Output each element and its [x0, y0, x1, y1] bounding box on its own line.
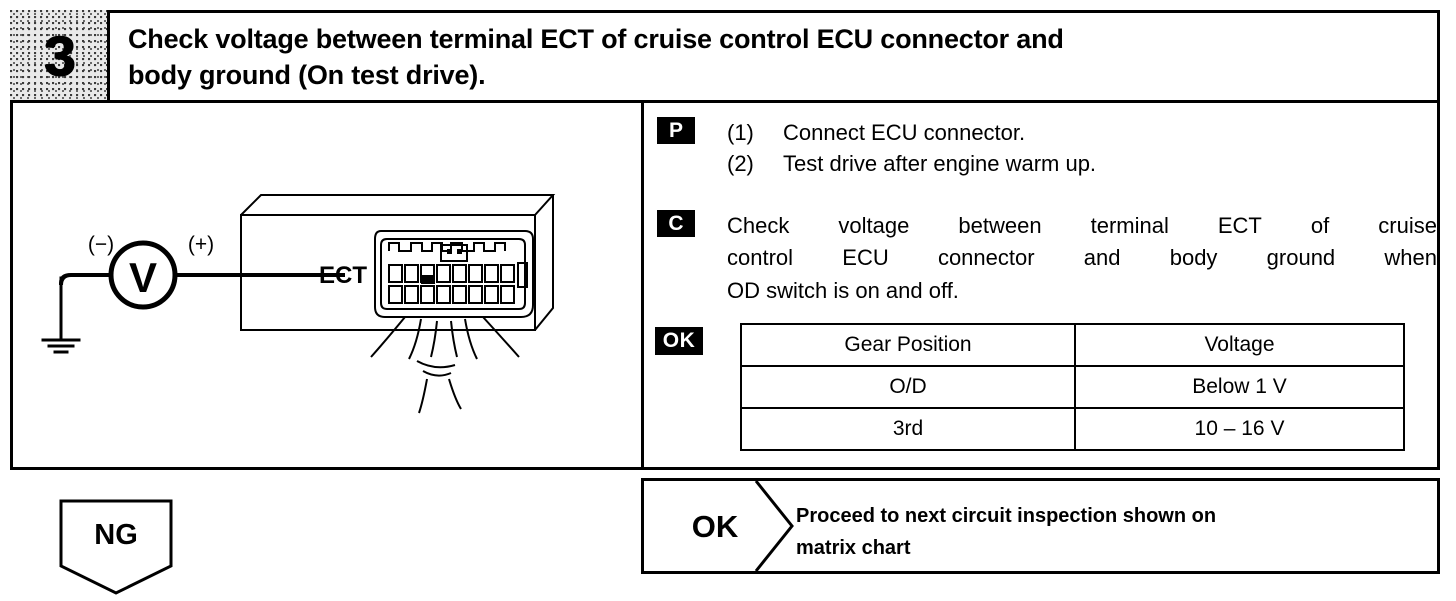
page-title: Check voltage between terminal ECT of cr…	[128, 22, 1423, 94]
instruction-panel: P (1) Connect ECU connector. (2) Test dr…	[647, 105, 1437, 468]
column-header-voltage: Voltage	[1074, 323, 1405, 367]
page-title-line2: body ground (On test drive).	[128, 59, 486, 90]
ng-branch: NG	[58, 498, 174, 596]
panel-divider	[641, 103, 644, 470]
spec-table-wrapper: Gear Position Voltage O/D Below 1 V 3rd …	[740, 323, 1405, 451]
step-frame	[10, 10, 1440, 470]
column-header-gear-position: Gear Position	[740, 323, 1076, 367]
ok-result-text-line1: Proceed to next circuit inspection shown…	[796, 505, 1217, 527]
ok-result-label: OK	[691, 509, 739, 544]
prepare-step-1-text: Connect ECU connector.	[783, 120, 1026, 145]
table-row: O/D Below 1 V	[740, 365, 1405, 409]
cell-voltage-3rd: 10 – 16 V	[1074, 407, 1405, 451]
positive-terminal-label: (+)	[188, 233, 214, 256]
prepare-step-1-number: (1)	[727, 120, 754, 145]
prepare-steps: (1) Connect ECU connector. (2) Test driv…	[727, 117, 1096, 179]
step-header: 3 Check voltage between terminal ECT of …	[10, 10, 1440, 103]
page-title-line1: Check voltage between terminal ECT of cr…	[128, 24, 1064, 54]
ecu-connector-drawing	[370, 230, 534, 414]
negative-terminal-label: (−)	[88, 233, 114, 256]
list-item: (2) Test drive after engine warm up.	[727, 148, 1096, 179]
table-header-row: Gear Position Voltage	[740, 323, 1405, 367]
voltmeter-label: V	[129, 254, 157, 301]
prepare-badge: P	[657, 117, 695, 144]
cell-voltage-od: Below 1 V	[1074, 365, 1405, 409]
list-item: (1) Connect ECU connector.	[727, 117, 1096, 148]
ok-badge: OK	[655, 327, 703, 355]
step-number: 3	[44, 23, 76, 87]
voltmeter-icon	[108, 240, 178, 310]
ok-result-text: Proceed to next circuit inspection shown…	[796, 500, 1416, 564]
ng-label: NG	[94, 518, 138, 551]
cell-gear-3rd: 3rd	[740, 407, 1076, 451]
prepare-step-2-text: Test drive after engine warm up.	[783, 151, 1097, 177]
ok-result-box: OK Proceed to next circuit inspection sh…	[641, 478, 1440, 574]
check-badge: C	[657, 210, 695, 237]
step-number-box: 3	[10, 10, 110, 100]
circuit-diagram: V (−) (+) ECT	[13, 103, 641, 470]
table-row: 3rd 10 – 16 V	[740, 407, 1405, 451]
prepare-section: P (1) Connect ECU connector. (2) Test dr…	[657, 117, 1096, 179]
chevron-right-icon	[754, 481, 794, 571]
ok-section: OK	[655, 327, 703, 355]
ect-terminal-text: ECT	[319, 262, 367, 289]
ng-shield-shape	[59, 499, 173, 595]
spec-table: Gear Position Voltage O/D Below 1 V 3rd …	[740, 323, 1405, 451]
check-line-3: OD switch is on and off.	[727, 277, 959, 303]
ok-result-text-line2: matrix chart	[796, 537, 911, 559]
cell-gear-od: O/D	[740, 365, 1076, 409]
prepare-step-2-number: (2)	[727, 151, 754, 177]
